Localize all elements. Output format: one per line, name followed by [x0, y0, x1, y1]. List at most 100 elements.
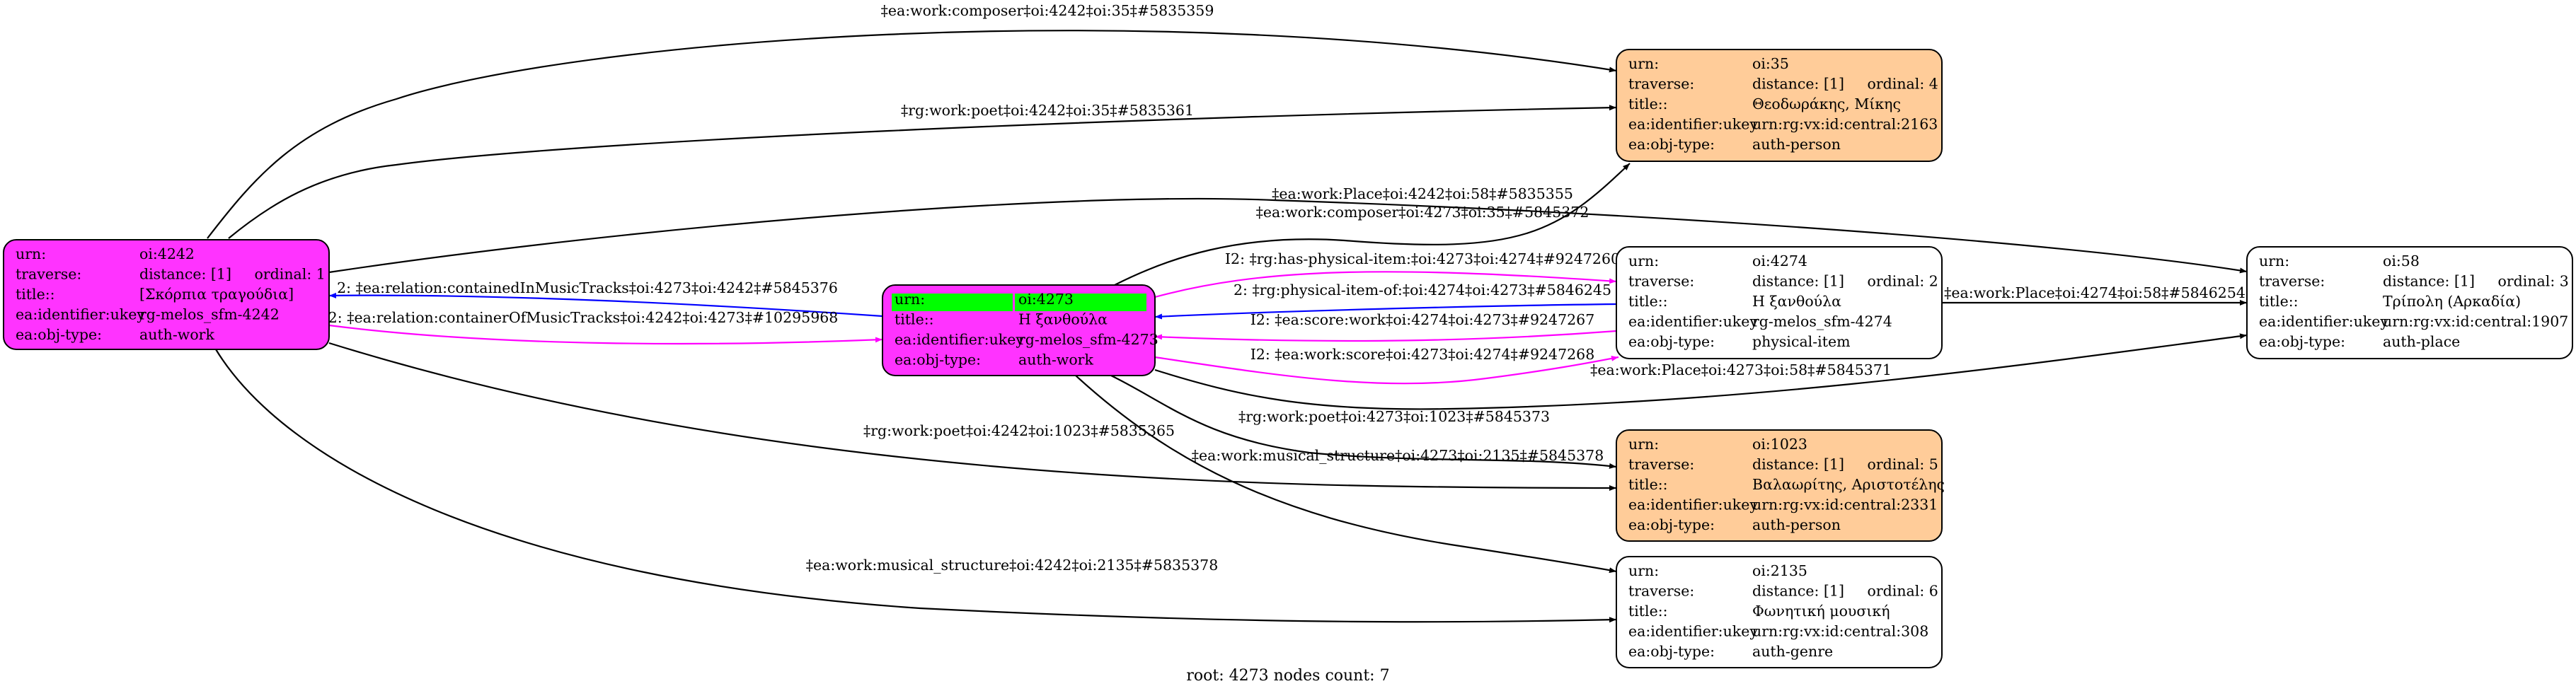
- field-key: urn:: [1628, 436, 1659, 453]
- field-value: auth-genre: [1752, 643, 1833, 660]
- field-key: urn:: [1628, 55, 1659, 72]
- field-key: title::: [1628, 476, 1668, 493]
- edge[interactable]: ‡ea:work:Place‡oi:4242‡oi:58‡#5835355: [328, 185, 2248, 274]
- field-key: ea:obj-type:: [1628, 333, 1715, 350]
- edge-label: 2: ‡ea:relation:containedInMusicTracks‡o…: [337, 279, 838, 296]
- field-value: oi:4242: [139, 245, 195, 262]
- edge[interactable]: ‡ea:work:musical_structure‡oi:4242‡oi:21…: [215, 349, 1617, 623]
- edge[interactable]: I2: ‡ea:relation:containerOfMusicTracks‡…: [323, 309, 883, 345]
- edge-path: [215, 349, 1617, 623]
- edge-label: ‡ea:work:composer‡oi:4273‡oi:35‡#5845372: [1256, 204, 1589, 221]
- edge[interactable]: ‡rg:work:poet‡oi:4273‡oi:1023‡#5845373: [1110, 375, 1617, 469]
- field-key: urn:: [2259, 252, 2289, 269]
- field-value: [Σκόρπια τραγούδια]: [139, 286, 294, 303]
- field-value: Η ξανθούλα: [1018, 311, 1108, 328]
- edge-path: [1114, 163, 1631, 286]
- field-key: title::: [1628, 293, 1668, 310]
- field-key: urn:: [16, 245, 46, 262]
- root-highlight: [892, 294, 1013, 311]
- field-key: ea:identifier:ukey: [895, 331, 1024, 348]
- field-key: urn:: [1628, 562, 1659, 579]
- node-box: [1616, 246, 1943, 359]
- field-value: distance: [1] ordinal: 6: [1752, 583, 1938, 600]
- edge-path: [328, 324, 883, 345]
- field-value: distance: [1] ordinal: 4: [1752, 76, 1938, 93]
- edge-path: [1154, 355, 1619, 385]
- edge[interactable]: ‡ea:work:composer‡oi:4273‡oi:35‡#5845372: [1114, 163, 1631, 286]
- field-key: title::: [1628, 603, 1668, 620]
- edge[interactable]: ‡ea:work:composer‡oi:4242‡oi:35‡#5835359: [207, 2, 1617, 239]
- node-box: [3, 239, 330, 350]
- edge-path: [1154, 271, 1617, 298]
- nodes-layer: urn: oi:4242 traverse: distance: [1] ordina…: [3, 49, 2573, 668]
- field-key: traverse:: [16, 266, 81, 283]
- edge-label: ‡ea:work:musical_structure‡oi:4242‡oi:21…: [806, 557, 1219, 574]
- field-value: oi:2135: [1752, 562, 1807, 579]
- field-key: ea:obj-type:: [16, 326, 102, 343]
- field-value: Βαλαωρίτης, Αριστοτέλης: [1752, 476, 1945, 493]
- field-value: rg-melos_sfm-4273: [1018, 331, 1158, 348]
- field-value: auth-work: [139, 326, 214, 343]
- edge-label: ‡rg:work:poet‡oi:4273‡oi:1023‡#5845373: [1238, 408, 1550, 425]
- field-key: ea:identifier:ukey: [1628, 623, 1758, 640]
- field-key: ea:obj-type:: [2259, 333, 2345, 350]
- field-key: title::: [1628, 95, 1668, 112]
- field-value: distance: [1] ordinal: 2: [1752, 273, 1938, 290]
- edge-path: [1154, 330, 1617, 342]
- node-4242[interactable]: urn: oi:4242 traverse: distance: [1] ordina…: [3, 239, 330, 350]
- field-key: title::: [16, 286, 55, 303]
- field-key: title::: [2259, 293, 2299, 310]
- edge-path: [207, 30, 1617, 239]
- edge-path: [328, 197, 2248, 274]
- node-box: [1616, 429, 1943, 542]
- field-value: rg-melos_sfm-4242: [139, 306, 280, 323]
- edges-layer: ‡ea:work:composer‡oi:4242‡oi:35‡#5835359…: [207, 2, 2248, 623]
- node-box: [1616, 49, 1943, 162]
- node-box: [1616, 556, 1943, 668]
- root-highlight: [1015, 294, 1146, 311]
- field-value: oi:35: [1752, 55, 1789, 72]
- edge[interactable]: ‡ea:work:musical_structure‡oi:4273‡oi:21…: [1075, 375, 1617, 574]
- field-value: oi:4273: [1018, 291, 1074, 308]
- edge-path: [1154, 303, 1617, 320]
- field-key: ea:identifier:ukey: [1628, 116, 1758, 133]
- edge-label: ‡ea:work:Place‡oi:4242‡oi:58‡#5835355: [1272, 185, 1573, 202]
- edge[interactable]: 2: ‡rg:physical-item-of:‡oi:4274‡oi:4273…: [1154, 281, 1617, 320]
- field-value: distance: [1] ordinal: 1: [139, 266, 326, 283]
- edge[interactable]: ‡ea:work:Place‡oi:4274‡oi:58‡#5846254: [1942, 284, 2247, 306]
- edge-label: I2: ‡ea:relation:containerOfMusicTracks‡…: [323, 309, 839, 326]
- field-key: traverse:: [1628, 583, 1694, 600]
- field-value: auth-person: [1752, 136, 1841, 153]
- field-key: ea:obj-type:: [1628, 136, 1715, 153]
- node-2135[interactable]: urn: oi:2135 traverse: distance: [1] ordina…: [1616, 556, 1943, 668]
- field-value: auth-person: [1752, 516, 1841, 533]
- edge[interactable]: 2: ‡ea:relation:containedInMusicTracks‡o…: [328, 279, 883, 318]
- field-value: physical-item: [1752, 333, 1851, 350]
- edge[interactable]: I2: ‡ea:score:work‡oi:4274‡oi:4273‡#9247…: [1154, 311, 1617, 342]
- edge-label: I2: ‡ea:score:work‡oi:4274‡oi:4273‡#9247…: [1250, 311, 1595, 328]
- edge[interactable]: I2: ‡ea:work:score‡oi:4273‡oi:4274‡#9247…: [1154, 346, 1619, 385]
- field-value: distance: [1] ordinal: 3: [2383, 273, 2569, 290]
- field-key: ea:obj-type:: [895, 352, 981, 368]
- field-value: auth-work: [1018, 352, 1093, 368]
- edge-label: ‡ea:work:Place‡oi:4273‡oi:58‡#5845371: [1590, 361, 1892, 378]
- edge[interactable]: ‡rg:work:poet‡oi:4242‡oi:1023‡#5835365: [328, 342, 1617, 491]
- field-value: Φωνητική μουσική: [1752, 603, 1890, 620]
- edge-path: [1154, 333, 2248, 410]
- edge[interactable]: ‡rg:work:poet‡oi:4242‡oi:35‡#5835361: [228, 102, 1617, 239]
- edge[interactable]: I2: ‡rg:has-physical-item:‡oi:4273‡oi:42…: [1154, 250, 1620, 298]
- edge-path: [1110, 375, 1617, 469]
- edge-label: ‡ea:work:composer‡oi:4242‡oi:35‡#5835359: [881, 2, 1214, 19]
- field-value: oi:1023: [1752, 436, 1807, 453]
- field-value: oi:4274: [1752, 252, 1807, 269]
- edge-label: ‡rg:work:poet‡oi:4242‡oi:35‡#5835361: [901, 102, 1194, 119]
- edge[interactable]: ‡ea:work:Place‡oi:4273‡oi:58‡#5845371: [1154, 333, 2248, 410]
- edge-label: 2: ‡rg:physical-item-of:‡oi:4274‡oi:4273…: [1234, 281, 1611, 298]
- field-value: urn:rg:vx:id:central:308: [1752, 623, 1928, 640]
- node-box: [2246, 246, 2573, 359]
